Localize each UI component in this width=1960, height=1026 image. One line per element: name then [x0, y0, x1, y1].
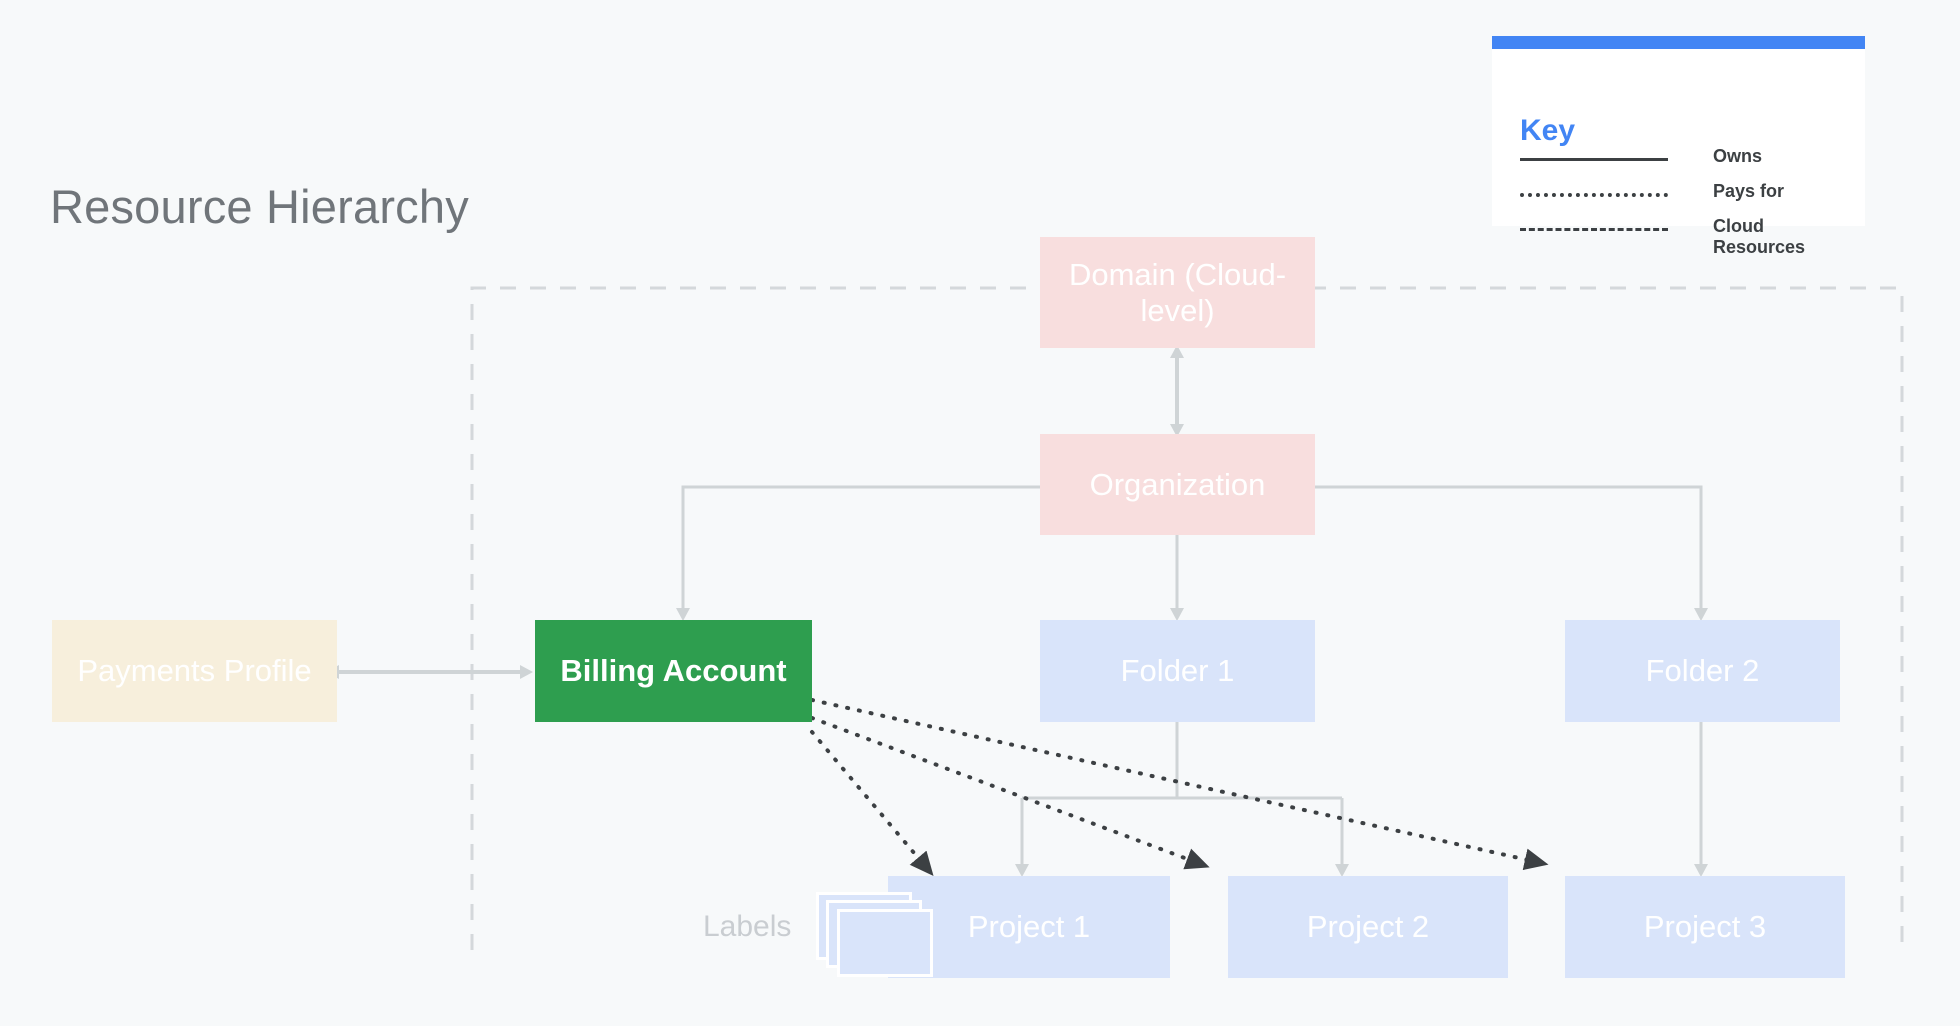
key-label-cloud-resources: Cloud Resources [1713, 216, 1806, 258]
connector-organization-billing-account [676, 485, 1040, 621]
key-title: Key [1520, 114, 1576, 147]
labels-caption: Labels [703, 910, 792, 943]
node-project-3-label: Project 3 [1643, 909, 1767, 945]
key-accent-bar [1492, 36, 1865, 49]
node-folder-1-label: Folder 1 [1120, 653, 1235, 689]
key-row-pays-for: Pays for [1520, 181, 1843, 202]
key-label-owns: Owns [1713, 146, 1763, 166]
node-folder-1[interactable]: Folder 1 [1040, 620, 1315, 722]
key-row-owns: Owns [1520, 146, 1843, 167]
label-card-stack[interactable] [816, 892, 934, 978]
connector-organization-folder-2 [1315, 485, 1708, 621]
label-card-front [837, 909, 933, 977]
node-project-1-label: Project 1 [967, 909, 1091, 945]
node-folder-2[interactable]: Folder 2 [1565, 620, 1840, 722]
connector-folder-1-projects [1015, 722, 1349, 877]
page-title: Resource Hierarchy [50, 180, 469, 233]
node-project-2-label: Project 2 [1306, 909, 1430, 945]
node-payments-profile-label: Payments Profile [77, 653, 312, 689]
key-row-cloud-resources: Cloud Resources [1520, 216, 1843, 258]
node-billing-account[interactable]: Billing Account [535, 620, 812, 722]
node-domain-label: Domain (Cloud-level) [1068, 256, 1287, 328]
node-domain[interactable]: Domain (Cloud-level) [1040, 237, 1315, 348]
node-project-3[interactable]: Project 3 [1565, 876, 1845, 978]
cloud-resources-boundary [470, 286, 1904, 950]
node-organization[interactable]: Organization [1040, 434, 1315, 535]
connector-billing-pays-project-2 [810, 716, 1210, 870]
connector-billing-pays-project-3 [810, 698, 1549, 871]
key-label-pays-for: Pays for [1713, 181, 1785, 201]
node-project-2[interactable]: Project 2 [1228, 876, 1508, 978]
solid-line-icon [1520, 158, 1668, 163]
connector-billing-pays-project-1 [810, 730, 934, 877]
node-billing-account-label: Billing Account [560, 653, 787, 689]
key-legend: Key Owns Pays for Cloud Resources [1492, 36, 1865, 257]
node-organization-label: Organization [1089, 466, 1266, 502]
node-folder-2-label: Folder 2 [1645, 653, 1760, 689]
dotted-line-icon [1520, 193, 1668, 199]
dashed-line-icon [1520, 228, 1668, 233]
node-payments-profile[interactable]: Payments Profile [52, 620, 337, 722]
